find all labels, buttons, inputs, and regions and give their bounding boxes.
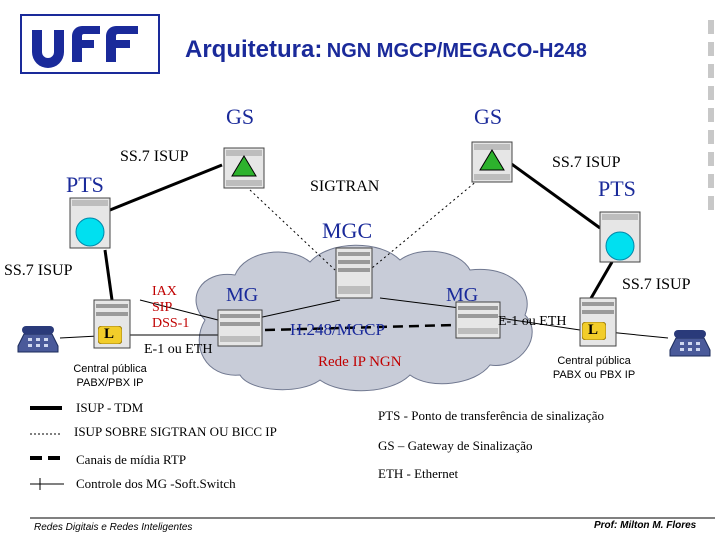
link-phone-l-left <box>59 335 99 339</box>
mgc-server-icon <box>334 246 374 300</box>
central-right-line2: PABX ou PBX IP <box>552 369 636 381</box>
link-l-mg-right <box>499 317 581 331</box>
sigtran-label: SIGTRAN <box>310 178 380 195</box>
link-gs-pts-left <box>109 163 223 212</box>
iax-label: IAX <box>152 284 177 299</box>
phone-left-icon <box>14 322 62 354</box>
legend-tdm: ISUP - TDM <box>76 400 144 415</box>
mg-right-server-icon <box>454 300 502 340</box>
h248-label: H.248/MGCP <box>290 320 385 339</box>
page-title: Arquitetura: NGN MGCP/MEGACO-H248 <box>185 36 587 64</box>
link-mgc-mg-left <box>257 299 341 319</box>
rede-ip-label: Rede IP NGN <box>318 354 402 370</box>
legend-softswitch: Controle dos MG -Soft.Switch <box>76 476 236 491</box>
l-label-left: L <box>104 326 115 342</box>
mg-right-label: MG <box>446 284 479 306</box>
logo-uff <box>20 14 160 74</box>
pts-left-server-icon <box>68 196 112 250</box>
central-right-label: Central pública PABX ou PBX IP <box>534 354 654 382</box>
ss7-mid-right-label: SS.7 ISUP <box>622 276 691 293</box>
title-main: Arquitetura: <box>185 36 323 63</box>
mg-left-label: MG <box>226 284 259 306</box>
central-left-line2: PABX/PBX IP <box>76 377 144 389</box>
title-sub: NGN MGCP/MEGACO-H248 <box>326 40 587 62</box>
ss7-top-right-label: SS.7 ISUP <box>552 154 621 171</box>
central-left-label: Central pública PABX/PBX IP <box>60 362 160 390</box>
link-mgc-mg-right <box>379 297 461 309</box>
link-gs-pts-right <box>505 158 601 230</box>
dss1-label: DSS-1 <box>152 316 190 331</box>
pts-right-label: PTS <box>598 176 636 201</box>
footer-right: Prof: Milton M. Flores <box>594 520 697 531</box>
mgc-label: MGC <box>322 218 373 243</box>
central-left-line1: Central pública <box>73 363 147 375</box>
ss7-mid-left-label: SS.7 ISUP <box>4 262 73 279</box>
phone-right-icon <box>666 326 714 358</box>
e1-left-label: E-1 ou ETH <box>144 342 213 357</box>
legend-eth-def: ETH - Ethernet <box>378 466 459 481</box>
pts-right-server-icon <box>598 210 642 264</box>
link-pts-mg-right <box>588 261 614 301</box>
legend-pts-def: PTS - Ponto de transferência de sinaliza… <box>378 408 604 423</box>
legend-rtp: Canais de mídia RTP <box>76 452 187 467</box>
gs-left-label: GS <box>226 104 255 129</box>
footer-left: Redes Digitais e Redes Inteligentes <box>34 522 193 533</box>
link-phone-l-right <box>607 331 669 339</box>
gs-right-label: GS <box>474 104 503 129</box>
gs-right-server-icon <box>470 140 514 184</box>
l-label-right: L <box>588 322 599 338</box>
e1-right-label: E-1 ou ETH <box>498 314 567 329</box>
link-pts-mg-left <box>103 249 114 301</box>
ss7-top-left-label: SS.7 ISUP <box>120 148 189 165</box>
mg-left-server-icon <box>216 308 264 348</box>
legend-gs-def: GS – Gateway de Sinalização <box>378 438 533 453</box>
gs-left-server-icon <box>222 146 266 190</box>
central-right-line1: Central pública <box>557 355 631 367</box>
legend-sigtran: ISUP SOBRE SIGTRAN OU BICC IP <box>74 424 277 439</box>
ip-cloud <box>195 244 533 392</box>
pts-left-label: PTS <box>66 172 104 197</box>
link-iax-left <box>139 299 219 321</box>
side-decoration <box>706 20 716 220</box>
sip-label: SIP <box>152 300 173 315</box>
